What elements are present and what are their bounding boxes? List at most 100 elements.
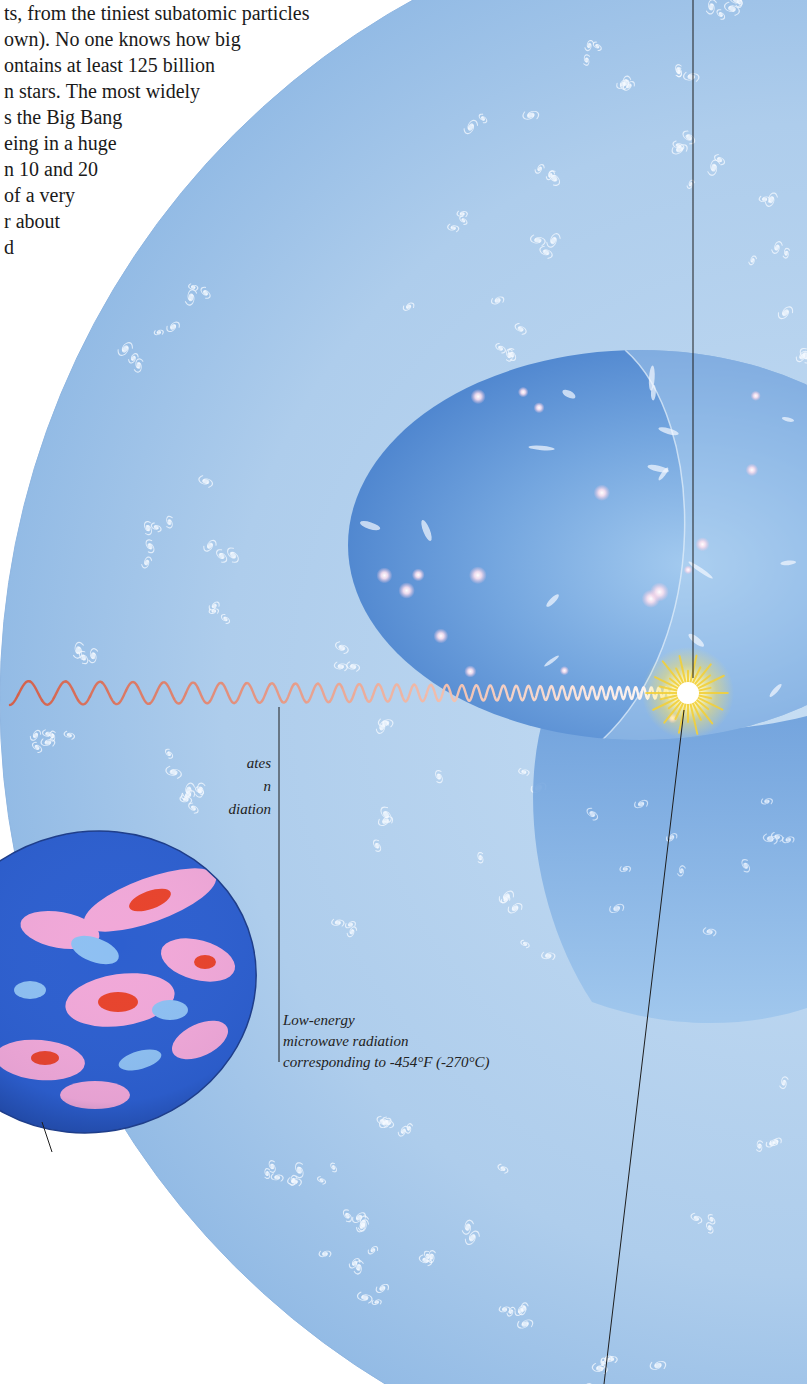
galaxy-arm [748, 258, 755, 265]
galaxy-arm [741, 863, 751, 874]
galaxy-arm [375, 1299, 382, 1306]
gas-streak [657, 466, 670, 481]
spiral-galaxy [530, 235, 545, 246]
galaxy-glow [684, 565, 693, 574]
spiral-galaxy [776, 304, 794, 322]
galaxy-arm [516, 1318, 528, 1329]
spiral-galaxy [728, 0, 744, 7]
spiral-galaxy [355, 1218, 369, 1234]
galaxy-core [711, 163, 717, 172]
wrap-guide [203, 78, 349, 104]
galaxy-arm [585, 1383, 592, 1384]
galaxy-arm [330, 1162, 337, 1170]
galaxy-arm [633, 799, 644, 809]
spiral-galaxy [522, 108, 540, 123]
spiral-galaxy [263, 1168, 272, 1179]
galaxy-arm [500, 1166, 509, 1174]
galaxy-arm [202, 541, 213, 553]
galaxy-arm [78, 650, 89, 661]
wave-segment [126, 682, 138, 691]
galaxy-arm [601, 1358, 607, 1365]
spiral-galaxy [266, 1160, 278, 1174]
gas-streak [658, 426, 680, 437]
wave-segment [246, 683, 258, 702]
wave-segment [414, 685, 426, 702]
spiral-galaxy [334, 662, 347, 671]
galaxy-arm [582, 1383, 589, 1384]
wave-segment [330, 684, 342, 701]
galaxy-glow [376, 567, 392, 583]
spiral-galaxy [584, 807, 600, 822]
galaxy-arm [380, 811, 393, 824]
spiral-galaxy [649, 1358, 667, 1373]
galaxy-arm [707, 1213, 715, 1221]
spiral-galaxy [134, 359, 143, 373]
spiral-galaxy [797, 347, 807, 365]
spiral-galaxy [194, 786, 205, 796]
spiral-galaxy [463, 118, 479, 136]
galaxy-glow [412, 568, 425, 581]
spiral-galaxy [116, 339, 134, 358]
gas-streak [528, 445, 555, 452]
wave-segment [510, 686, 522, 701]
wave-segment [534, 686, 546, 700]
galaxy-core [361, 1295, 369, 1301]
spiral-galaxy [706, 0, 716, 14]
galaxy-arm [166, 751, 174, 759]
galaxy-arm [418, 1254, 428, 1263]
galaxy-arm [541, 951, 551, 959]
gas-streak [782, 416, 795, 423]
spiral-galaxy [545, 169, 563, 187]
wave-segment [150, 683, 162, 703]
gas-streak [543, 654, 560, 668]
spiral-galaxy [615, 77, 630, 92]
wave-segment [78, 696, 90, 704]
spiral-galaxy [348, 1256, 361, 1270]
galaxy-arm [587, 40, 594, 48]
spiral-galaxy [633, 797, 649, 811]
galaxy-arm [166, 516, 174, 525]
spiral-galaxy [165, 319, 181, 335]
spiral-galaxy [507, 900, 524, 916]
wave-segment [162, 682, 174, 698]
wrap-guide [221, 752, 241, 775]
spiral-galaxy [375, 1115, 390, 1128]
galaxy-arm [459, 215, 467, 222]
spiral-galaxy [686, 179, 695, 189]
gas-streak [768, 683, 783, 699]
galaxy-arm [781, 305, 794, 318]
galaxy-arm [613, 903, 625, 914]
galaxy-arm [686, 182, 692, 189]
spiral-galaxy [163, 748, 174, 759]
galaxy-arm [490, 296, 500, 306]
wave-segment [42, 698, 54, 705]
spiral-galaxy [673, 64, 684, 78]
spiral-galaxy [506, 347, 519, 361]
spiral-galaxy [683, 71, 699, 83]
galaxy-arm [594, 44, 602, 52]
galaxy-arm [690, 1212, 700, 1221]
spiral-galaxy [187, 802, 201, 814]
galaxy-arm [669, 832, 678, 841]
spiral-galaxy [418, 1254, 433, 1266]
wave-segment [198, 688, 210, 703]
spiral-galaxy [546, 170, 556, 181]
galaxy-arm [212, 608, 219, 615]
galaxy-arm [151, 522, 160, 530]
galaxy-glow [469, 566, 487, 584]
wrap-guide [67, 208, 349, 234]
galaxy-arm [708, 0, 716, 9]
callout-label: ates n diation [221, 752, 271, 821]
galaxy-arm [64, 731, 72, 738]
galaxy-arm [165, 322, 176, 333]
spiral-galaxy [378, 717, 394, 729]
galaxy-arm [346, 662, 355, 670]
galaxy-arm [684, 134, 696, 146]
microwave-map-globe [0, 797, 288, 1168]
spiral-galaxy [494, 342, 507, 354]
wrap-guide [108, 156, 349, 182]
spiral-galaxy [497, 888, 515, 906]
radiation-wave [10, 681, 678, 705]
spiral-galaxy [316, 1176, 326, 1185]
